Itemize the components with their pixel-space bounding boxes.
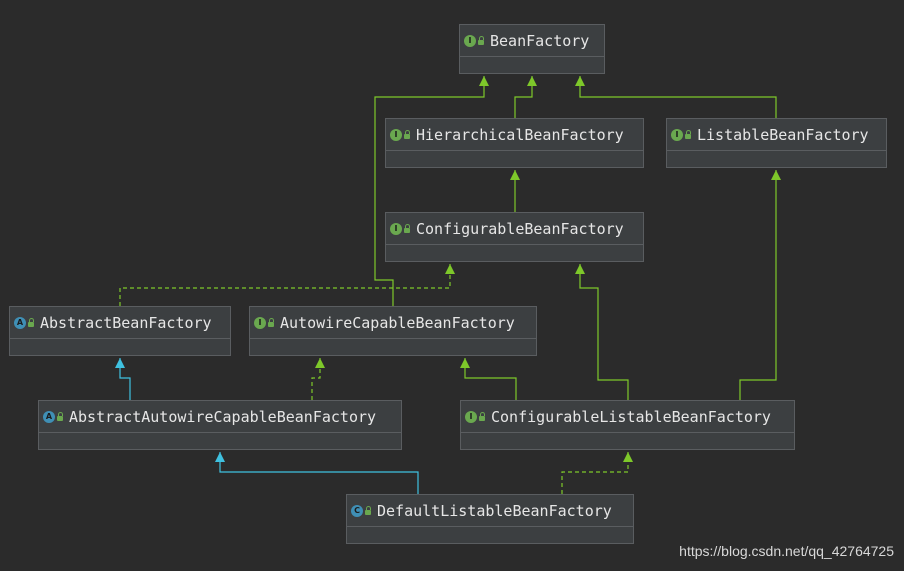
edge-hierarchical-to-bean-factory	[514, 76, 537, 118]
node-listable-bean-factory[interactable]: I ListableBeanFactory	[666, 118, 887, 168]
public-lock-icon	[404, 223, 410, 233]
class-icon: C	[351, 504, 363, 517]
edge-configurable-listable-to-listable	[739, 170, 781, 400]
interface-icon: I	[390, 128, 402, 141]
public-lock-icon	[479, 411, 485, 421]
arrowhead	[460, 358, 470, 368]
node-configurable-bean-factory[interactable]: I ConfigurableBeanFactory	[385, 212, 644, 262]
arrowhead	[315, 358, 325, 368]
node-default-listable-bean-factory[interactable]: C DefaultListableBeanFactory	[346, 494, 634, 544]
interface-icon: I	[671, 128, 683, 141]
arrowhead	[575, 264, 585, 274]
public-lock-icon	[28, 317, 34, 327]
edge-listable-to-bean-factory	[575, 76, 777, 118]
node-title: AutowireCapableBeanFactory	[280, 313, 515, 332]
node-title: ConfigurableBeanFactory	[416, 219, 624, 238]
abstract-class-icon: A	[14, 316, 26, 329]
node-bean-factory[interactable]: I BeanFactory	[459, 24, 605, 74]
edge-autowire-to-bean-factory	[374, 76, 489, 306]
arrowhead	[115, 358, 125, 368]
public-lock-icon	[478, 35, 484, 45]
node-title: HierarchicalBeanFactory	[416, 125, 624, 144]
node-configurable-listable-bean-factory[interactable]: I ConfigurableListableBeanFactory	[460, 400, 795, 450]
arrowhead	[771, 170, 781, 180]
edge-configurable-to-hierarchical	[510, 170, 520, 212]
arrowhead	[479, 76, 489, 86]
arrowhead	[510, 170, 520, 180]
interface-icon: I	[464, 34, 476, 47]
node-title: AbstractBeanFactory	[40, 313, 212, 332]
edge-abstract-bean-factory-to-configurable	[119, 264, 455, 306]
edge-default-to-abstract-autowire	[215, 452, 419, 494]
edge-configurable-listable-to-autowire	[460, 358, 517, 400]
node-title: AbstractAutowireCapableBeanFactory	[69, 407, 377, 426]
arrowhead	[575, 76, 585, 86]
arrowhead	[527, 76, 537, 86]
public-lock-icon	[268, 317, 274, 327]
public-lock-icon	[57, 411, 63, 421]
node-title: BeanFactory	[490, 31, 590, 50]
watermark: https://blog.csdn.net/qq_42764725	[679, 543, 894, 559]
edge-abstract-autowire-to-abstract-bean-factory	[115, 358, 131, 400]
node-title: ConfigurableListableBeanFactory	[491, 407, 771, 426]
node-title: DefaultListableBeanFactory	[377, 501, 612, 520]
node-abstract-autowire-capable-bean-factory[interactable]: A AbstractAutowireCapableBeanFactory	[38, 400, 402, 450]
interface-icon: I	[254, 316, 266, 329]
arrowhead	[445, 264, 455, 274]
arrowhead	[215, 452, 225, 462]
arrowhead	[623, 452, 633, 462]
edge-default-to-configurable-listable	[561, 452, 633, 494]
node-abstract-bean-factory[interactable]: A AbstractBeanFactory	[9, 306, 231, 356]
node-hierarchical-bean-factory[interactable]: I HierarchicalBeanFactory	[385, 118, 644, 168]
interface-icon: I	[390, 222, 402, 235]
public-lock-icon	[365, 505, 371, 515]
public-lock-icon	[685, 129, 691, 139]
edge-abstract-autowire-to-autowire	[311, 358, 325, 400]
node-title: ListableBeanFactory	[697, 125, 869, 144]
node-autowire-capable-bean-factory[interactable]: I AutowireCapableBeanFactory	[249, 306, 537, 356]
public-lock-icon	[404, 129, 410, 139]
edge-configurable-listable-to-configurable	[575, 264, 629, 400]
interface-icon: I	[465, 410, 477, 423]
abstract-class-icon: A	[43, 410, 55, 423]
